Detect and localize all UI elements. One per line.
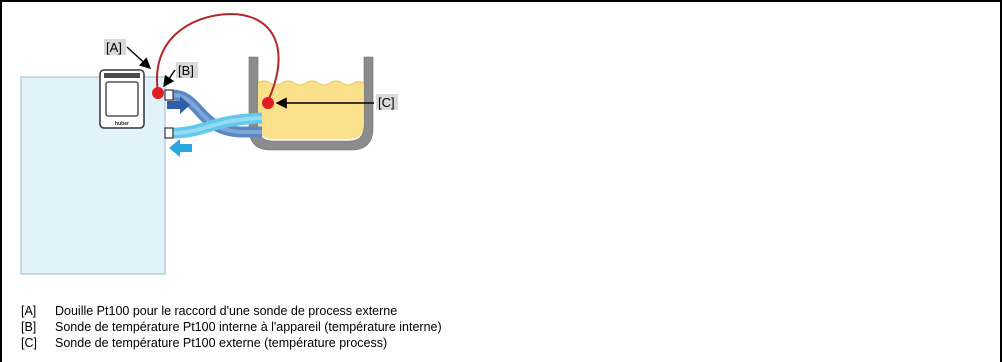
flow-out-arrow (167, 96, 190, 114)
legend-text: Douille Pt100 pour le raccord d'une sond… (55, 304, 398, 318)
legend-text: Sonde de température Pt100 externe (temp… (55, 336, 388, 350)
internal-sensor-dot (152, 87, 164, 99)
external-sensor-dot (262, 97, 274, 109)
process-tank (248, 56, 374, 151)
external-sensor-cable (155, 12, 280, 104)
brand-label: huber (115, 121, 129, 127)
marker-b-label: [B] (178, 63, 194, 78)
legend-key: [B] (21, 320, 37, 334)
marker-a-label: [A] (106, 40, 122, 55)
marker-a-arrow (126, 46, 152, 69)
outlet-connector (164, 89, 174, 101)
inlet-connector (164, 127, 174, 139)
legend-text: Sonde de température Pt100 interne à l'a… (55, 320, 442, 334)
process-fluid (258, 81, 364, 139)
controller-display: huber (99, 69, 145, 129)
connection-diagram: huber [A] [B] [C] (20, 12, 398, 275)
marker-c-label: [C] (378, 95, 395, 110)
legend: [A] Douille Pt100 pour le raccord d'une s… (21, 303, 921, 351)
marker-b-arrow (163, 69, 176, 88)
legend-item: [C] Sonde de température Pt100 externe (t… (21, 335, 921, 351)
legend-item: [A] Douille Pt100 pour le raccord d'une s… (21, 303, 921, 319)
legend-key: [A] (21, 304, 37, 318)
legend-item: [B] Sonde de température Pt100 interne à … (21, 319, 921, 335)
flow-in-arrow (169, 139, 192, 157)
legend-key: [C] (21, 336, 37, 350)
